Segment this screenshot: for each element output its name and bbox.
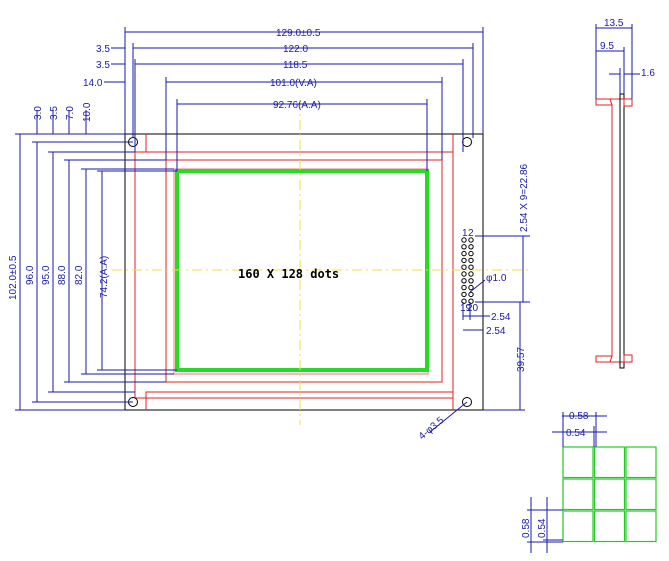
dim-offset-v3: 7.0 (65, 106, 76, 120)
dim-hole-pitch-h: 122.0 (283, 44, 308, 55)
pcb-outline (124, 133, 484, 411)
side-view: 13.5 9.5 1.6 (595, 18, 655, 369)
connector-pin (468, 284, 474, 291)
dim-dot-pitch-h: 0.58 (569, 411, 589, 422)
connector-pin (461, 271, 467, 277)
front-view: 160 X 128 dots 1 2 19 20 129.0±0.5 122.0… (8, 27, 530, 442)
horizontal-dimensions: 129.0±0.5 122.0 3.5 118.5 3.5 101.0(V.A)… (83, 27, 484, 171)
dot-cell (593, 510, 626, 543)
dot-cell (593, 478, 626, 511)
dim-bezel-height: 95.0 (41, 265, 52, 285)
dim-view-area-height: 88.0 (57, 265, 68, 285)
dim-offset-h2: 3.5 (96, 60, 110, 71)
dim-thickness: 13.5 (604, 18, 624, 29)
mount-hole-tr (462, 137, 472, 147)
side-connector-bottom (623, 354, 633, 363)
dot-cell (593, 446, 626, 479)
dot-cell (562, 510, 594, 543)
dim-lcd-depth: 9.5 (600, 41, 614, 52)
dim-pitch-x: 2.54 (491, 312, 511, 323)
dot-detail: 0.58 0.54 0.58 0.54 (521, 411, 657, 553)
side-connector-top (623, 98, 633, 107)
dim-active-outer-height: 82.0 (74, 265, 85, 285)
dim-dot-pitch-v: 0.58 (521, 518, 532, 538)
connector-pin (468, 278, 474, 284)
bezel-frame (134, 151, 454, 399)
pin-label-2: 2 (468, 228, 474, 239)
dim-connector-position: 39.57 (516, 347, 527, 372)
dim-active-area-width: 92.76(A.A) (273, 100, 321, 111)
vertical-dimensions: 102.0±0.5 96.0 3.0 95.0 3.5 88.0 7.0 (8, 102, 177, 411)
connector-pin (468, 271, 474, 277)
connector-pin (461, 284, 467, 291)
dim-dot-size-h: 0.54 (566, 428, 586, 439)
dot-cell (562, 446, 594, 479)
connector-pin (468, 237, 474, 243)
dim-offset-v4: 10.0 (82, 102, 93, 122)
dim-pitch-y: 2.54 (486, 326, 506, 337)
connector-pin (461, 291, 467, 298)
dim-hole-pitch-v: 96.0 (25, 265, 36, 285)
dim-connector-pitch: 2.54 X 9=22.86 (519, 163, 530, 232)
connector-pin (461, 298, 467, 304)
connector-pin (468, 264, 474, 270)
dot-grid (562, 446, 657, 543)
connector-pin (461, 250, 467, 257)
dot-cell (562, 478, 594, 511)
connector-pin (468, 291, 474, 298)
dim-view-area-width: 101.0(V.A) (270, 78, 317, 89)
dim-active-area-height: 74.2(A.A) (99, 256, 110, 298)
connector (461, 237, 474, 304)
connector-pin (468, 298, 474, 304)
pin-label-1: 1 (462, 228, 468, 239)
dim-offset-v1: 3.0 (33, 106, 44, 120)
dim-pin-hole: φ1.0 (486, 273, 507, 284)
dim-dot-size-v: 0.54 (537, 518, 548, 538)
pin-label-19: 19 (460, 303, 472, 314)
dot-cell (625, 510, 657, 543)
side-pcb (619, 93, 625, 369)
connector-pin (461, 278, 467, 284)
connector-pin (461, 237, 467, 243)
dim-pcb-thickness: 1.6 (641, 68, 655, 79)
resolution-label: 160 X 128 dots (238, 267, 339, 281)
dot-cell (625, 446, 657, 479)
pin-label-20: 20 (467, 303, 479, 314)
connector-pin (468, 250, 474, 257)
dim-bezel-width: 118.5 (283, 60, 308, 71)
dim-offset-h3: 14.0 (83, 78, 103, 89)
mount-hole-br (462, 397, 472, 407)
dim-offset-h1: 3.5 (96, 44, 110, 55)
dot-cell (625, 478, 657, 511)
view-area-frame (165, 159, 443, 383)
dim-offset-v2: 3.5 (49, 106, 60, 120)
dim-mount-holes: 4-φ3.5 (417, 415, 447, 443)
connector-pin (461, 264, 467, 270)
dim-overall-width: 129.0±0.5 (276, 28, 321, 39)
connector-pin (468, 244, 474, 250)
connector-pin (461, 244, 467, 250)
dim-overall-height: 102.0±0.5 (8, 255, 19, 300)
connector-pin (468, 257, 474, 264)
connector-pin (461, 257, 467, 264)
